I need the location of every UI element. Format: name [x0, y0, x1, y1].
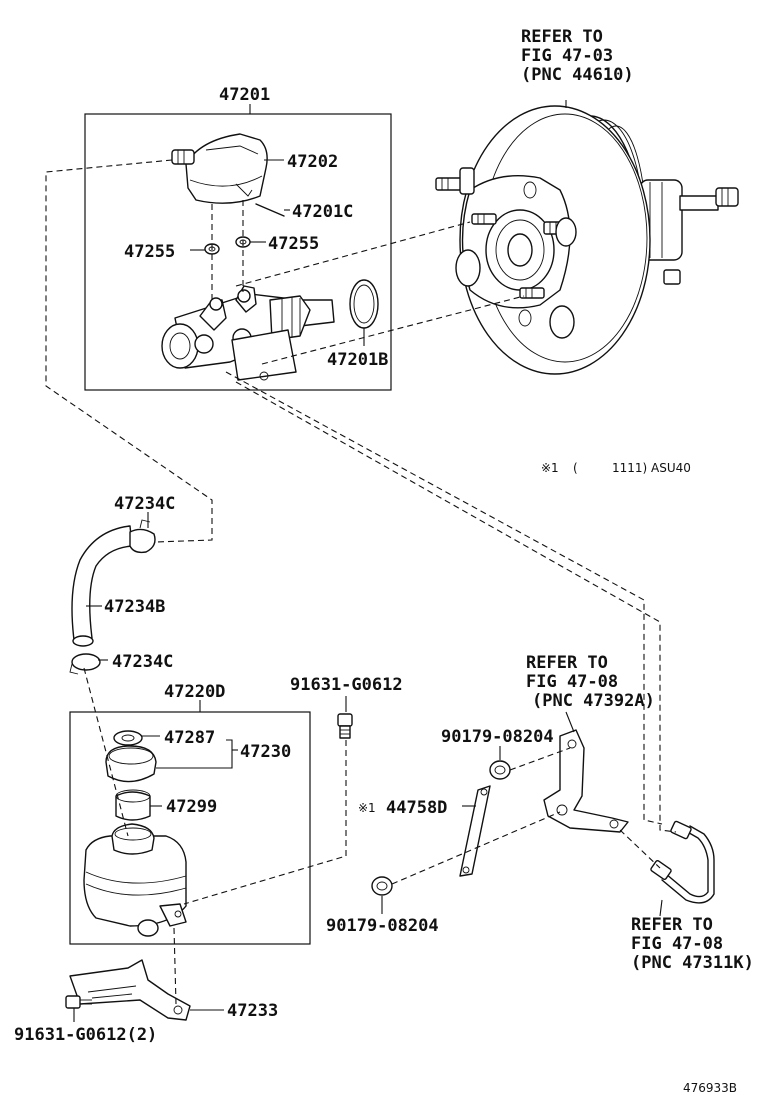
booster-ref-line-3: (PNC 44610) — [521, 65, 634, 85]
label-91631-g0612-top[interactable]: 91631-G0612 — [290, 675, 403, 695]
leader-lines — [73, 100, 663, 1022]
bracket-ref-line-3: (PNC 47392A) — [532, 691, 655, 711]
booster-ref-line-2: FIG 47-03 — [521, 46, 613, 66]
figure-id: 476933B — [683, 1081, 737, 1095]
label-90179-08204-top[interactable]: 90179-08204 — [441, 727, 554, 747]
applicability-note: ※1 ( 1111) ASU40 — [541, 461, 691, 475]
label-47255-left[interactable]: 47255 — [124, 242, 175, 262]
label-47287[interactable]: 47287 — [164, 728, 215, 748]
line-ref-line-3: (PNC 47311K) — [631, 953, 754, 973]
label-47220d[interactable]: 47220D — [164, 682, 225, 702]
bracket-drawing — [371, 729, 715, 904]
label-47299[interactable]: 47299 — [166, 797, 217, 817]
reservoir-drawing — [65, 713, 353, 1021]
booster-ref-line-1: REFER TO — [521, 27, 603, 47]
label-47202[interactable]: 47202 — [287, 152, 338, 172]
label-47234c-bottom[interactable]: 47234C — [112, 652, 173, 672]
label-47234c-top[interactable]: 47234C — [114, 494, 175, 514]
label-47201b[interactable]: 47201B — [327, 350, 388, 370]
note-mark: ※1 — [541, 461, 559, 475]
line-ref-line-2: FIG 47-08 — [631, 934, 723, 954]
label-47233[interactable]: 47233 — [227, 1001, 278, 1021]
brake-booster-drawing — [435, 105, 739, 375]
reservoir-hose-drawing — [69, 519, 156, 675]
bracket-reference: REFER TO FIG 47-08 (PNC 47392A) — [526, 653, 655, 711]
label-47201[interactable]: 47201 — [219, 85, 270, 105]
master-cylinder-group-box — [84, 113, 392, 391]
label-47234b[interactable]: 47234B — [104, 597, 165, 617]
label-90179-08204-bottom[interactable]: 90179-08204 — [326, 916, 439, 936]
note-paren: ( — [573, 461, 578, 475]
bracket-ref-line-1: REFER TO — [526, 653, 608, 673]
label-91631-g0612-bottom[interactable]: 91631-G0612(2) — [14, 1025, 157, 1045]
booster-reference: REFER TO FIG 47-03 (PNC 44610) — [521, 27, 634, 85]
note-text: 1111) ASU40 — [612, 461, 691, 475]
bracket-ref-line-2: FIG 47-08 — [526, 672, 618, 692]
label-47230[interactable]: 47230 — [240, 742, 291, 762]
label-47255-right[interactable]: 47255 — [268, 234, 319, 254]
label-44758d[interactable]: 44758D — [386, 798, 447, 818]
label-47201c[interactable]: 47201C — [292, 202, 353, 222]
master-cylinder-drawing — [161, 133, 379, 381]
line-reference: REFER TO FIG 47-08 (PNC 47311K) — [631, 915, 754, 973]
reservoir-group-box — [69, 711, 311, 945]
line-ref-line-1: REFER TO — [631, 915, 713, 935]
dashed-connections — [45, 159, 677, 1005]
label-44758d-mark: ※1 — [358, 801, 376, 815]
